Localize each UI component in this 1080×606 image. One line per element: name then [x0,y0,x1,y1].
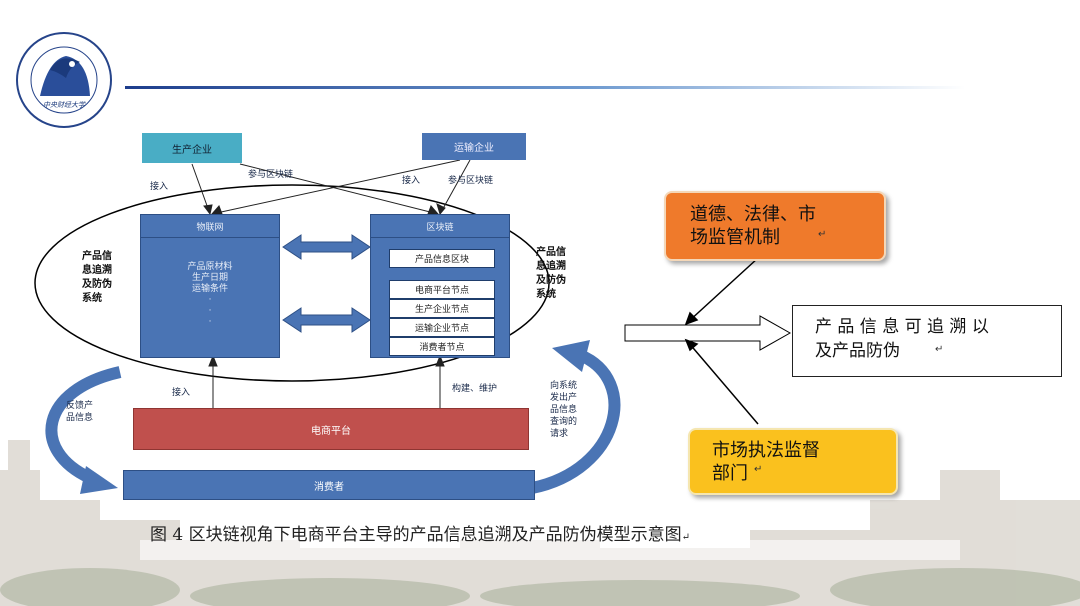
producer-node: 生产企业节点 [389,299,495,318]
figure-caption: 图 4 区块链视角下电商平台主导的产品信息追溯及产品防伪模型示意图↵ [150,520,690,545]
return-mark: ↵ [681,532,691,543]
blockchain-panel: 区块链 产品信息区块 电商平台节点 生产企业节点 运输企业节点 消费者节点 [370,214,510,358]
caption-text: 图 4 区块链视角下电商平台主导的产品信息追溯及产品防伪模型示意图 [150,525,682,545]
blockchain-title: 区块链 [371,215,509,238]
university-logo [16,32,112,128]
enforcement-box: 市场执法监督 部门 ↵ [688,428,898,495]
label-access-right: 接入 [402,176,421,186]
moral-law-box: 道德、法律、市 场监管机制 ↵ [664,191,886,261]
label-access-bottom: 接入 [172,388,191,398]
label-join-left: 参与区块链 [248,170,294,180]
system-label-left: 产品信 息追溯 及防伪 系统 [82,251,112,304]
transport-box: 运输企业 [422,133,526,160]
return-mark: ↵ [754,464,763,475]
result-text: 产 品 信 息 可 追 溯 以 及产品防伪 [815,317,989,361]
enforcement-text: 市场执法监督 部门 [712,440,820,484]
moral-law-text: 道德、法律、市 场监管机制 [690,204,816,248]
iot-item: 运输条件 [191,284,228,294]
label-access-left: 接入 [150,182,169,192]
iot-item: · [208,306,212,316]
iot-items: 产品原材料 生产日期 运输条件 · · · [141,238,279,328]
consumer-node: 消费者节点 [389,337,495,356]
label-build-maintain: 构建、维护 [452,384,498,394]
label-join-right: 参与区块链 [448,176,494,186]
label-feedback: 反馈产 品信息 [66,401,94,423]
iot-title: 物联网 [141,215,279,238]
iot-panel: 物联网 产品原材料 生产日期 运输条件 · · · [140,214,280,358]
system-label-right: 产品信 息追溯 及防伪 系统 [536,247,566,300]
result-box: 产 品 信 息 可 追 溯 以 及产品防伪 ↵ [792,305,1062,377]
logo-cn-name: 中央财经大学 [43,101,85,109]
label-request: 向系统 发出产 品信息 查询的 请求 [550,381,578,439]
consumer-bar: 消费者 [123,470,535,500]
return-mark: ↵ [935,344,944,355]
return-mark: ↵ [818,229,827,240]
producer-box: 生产企业 [142,133,242,163]
iot-item: · [208,317,212,327]
ecommerce-platform-bar: 电商平台 [133,408,529,450]
iot-item: 产品原材料 [187,262,233,272]
iot-item: 生产日期 [191,273,228,283]
info-block-node: 产品信息区块 [389,249,495,268]
transport-node: 运输企业节点 [389,318,495,337]
iot-item: · [208,295,212,305]
ecommerce-node: 电商平台节点 [389,280,495,299]
